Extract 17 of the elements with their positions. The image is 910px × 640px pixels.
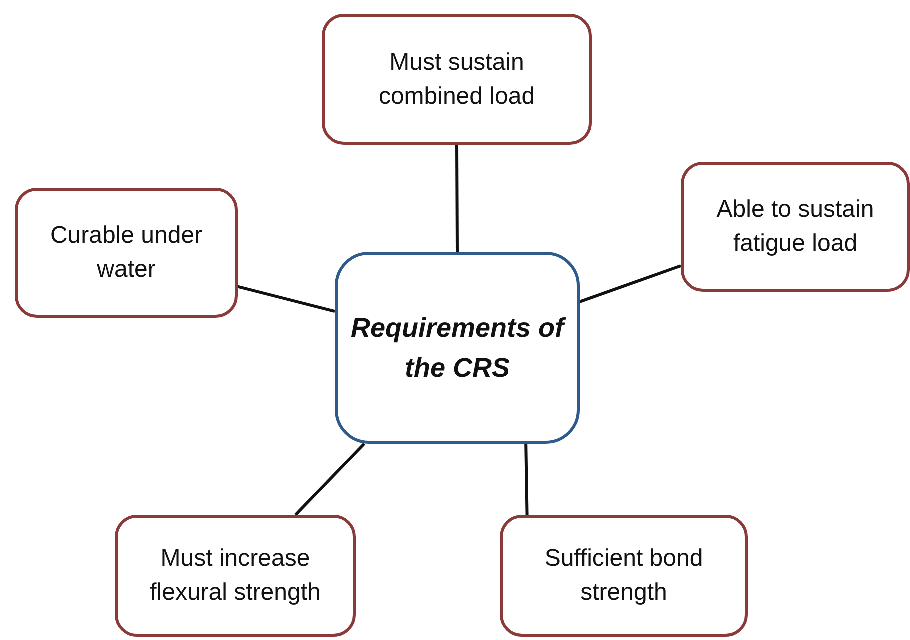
central-topic-box [335,252,580,444]
requirement-box [115,515,356,637]
connector-line [456,145,459,252]
connector-line [580,264,682,304]
box-text: Requirements of the CRS [350,312,567,385]
requirement-box [500,515,748,637]
requirement-box [681,162,910,292]
box-text: Sufficient bond strength [544,544,704,608]
connector-line [238,285,336,313]
connector-line [294,442,366,516]
requirement-box [15,188,238,318]
box-text: Able to sustain fatigue load [716,195,876,259]
connector-line [524,444,529,516]
requirement-box [322,14,592,145]
box-text: Curable under water [49,221,204,285]
box-text: Must increase flexural strength [149,544,322,608]
box-text: Must sustain combined load [378,48,536,112]
